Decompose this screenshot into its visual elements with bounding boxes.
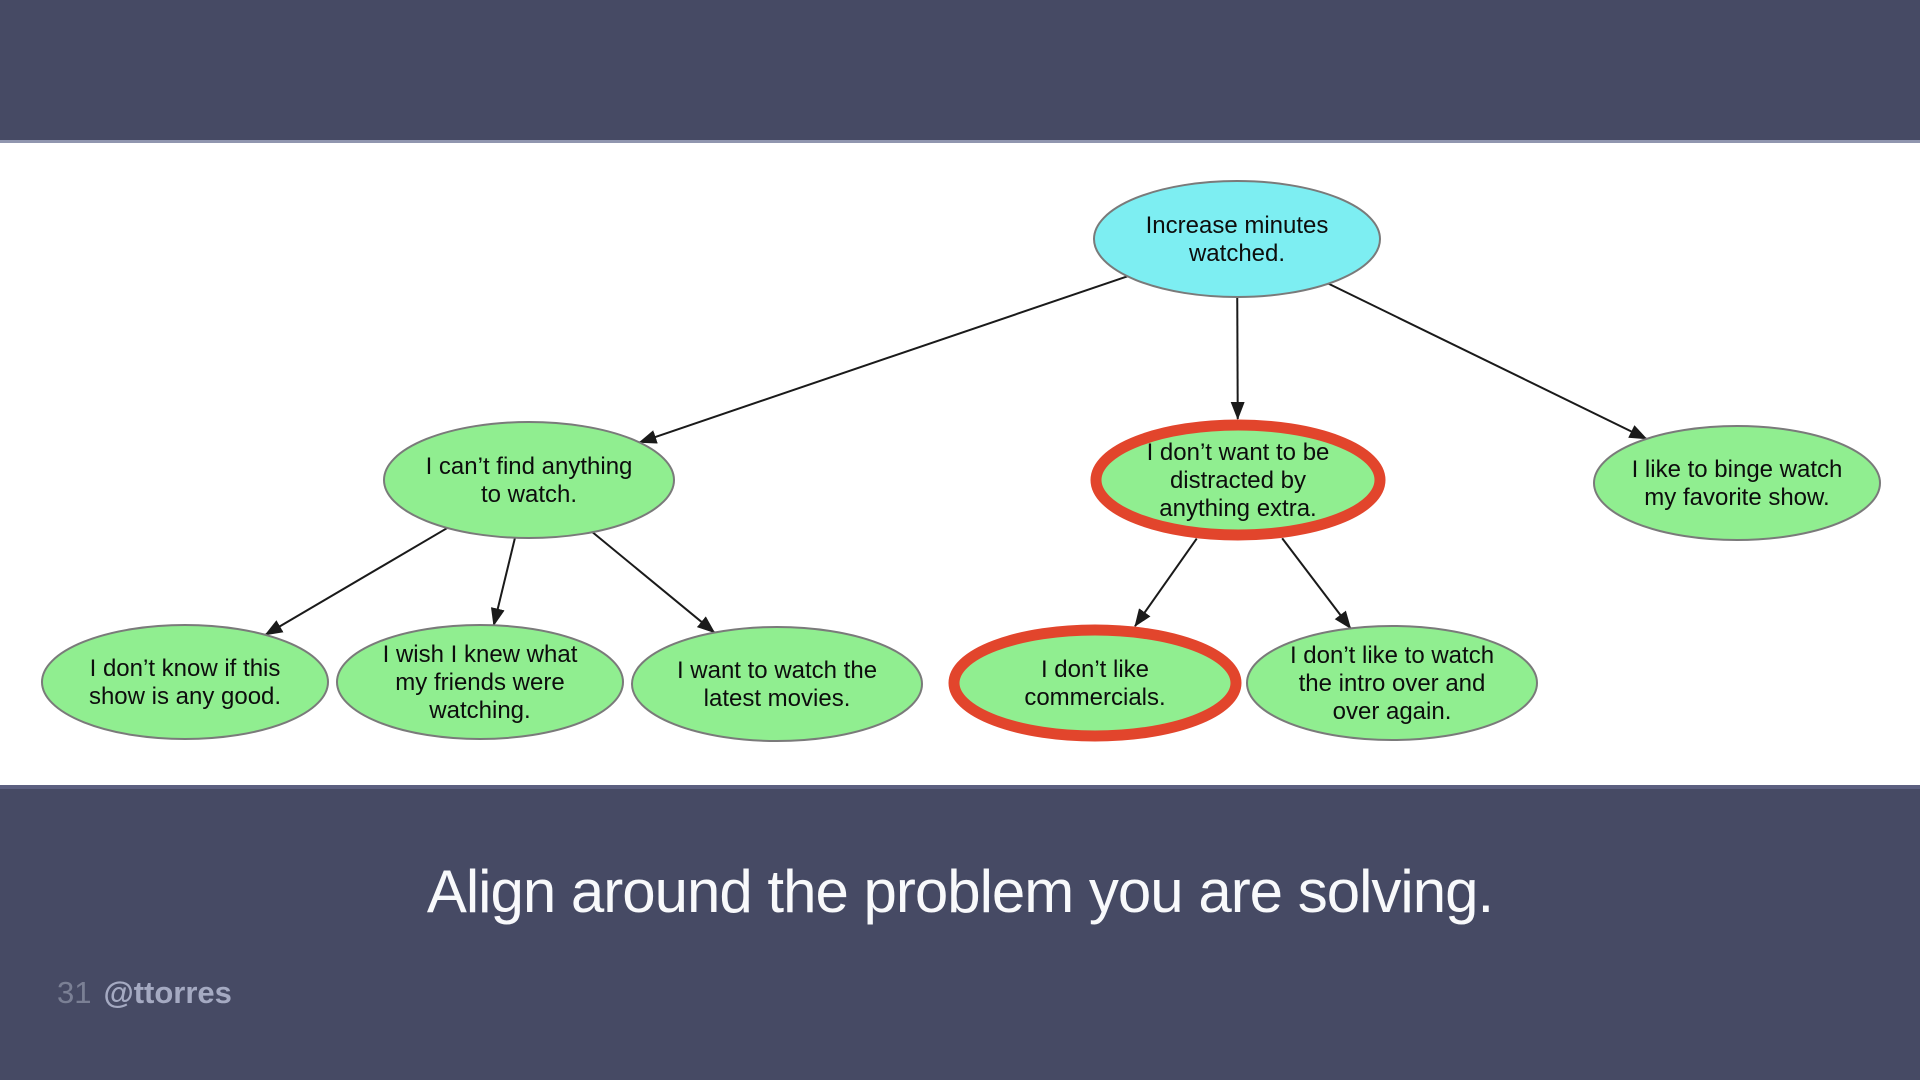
edge-cant-find-anything-to-latest-movies (591, 531, 716, 634)
slide-number: 31 (57, 975, 92, 1010)
slide-meta: 31 @ttorres (57, 975, 232, 1011)
top-band (0, 0, 1920, 143)
edge-dont-want-distracted-to-dont-like-commercials (1134, 538, 1198, 628)
bottom-band: Align around the problem you are solving… (0, 785, 1920, 1080)
edge-cant-find-anything-to-dont-know-if-good (264, 527, 448, 636)
ellipse (1593, 425, 1881, 541)
edge-cant-find-anything-to-wish-knew-friends (490, 537, 516, 627)
highlighted-ellipse (948, 624, 1242, 742)
edge-increase-minutes-to-binge-watch (1327, 282, 1648, 440)
ellipse (336, 624, 624, 740)
twitter-handle: @ttorres (103, 975, 232, 1010)
ellipse (1246, 625, 1538, 741)
takeaway-title: Align around the problem you are solving… (426, 858, 1494, 925)
edge-dont-want-distracted-to-intro-over-again (1281, 537, 1352, 630)
ellipse (41, 624, 329, 740)
edge-increase-minutes-to-dont-want-distracted (1230, 296, 1245, 421)
edge-increase-minutes-to-cant-find-anything (638, 275, 1128, 444)
highlighted-ellipse (1090, 419, 1386, 541)
ellipse (631, 626, 923, 742)
ellipse (1093, 180, 1381, 298)
ellipse (383, 421, 675, 539)
